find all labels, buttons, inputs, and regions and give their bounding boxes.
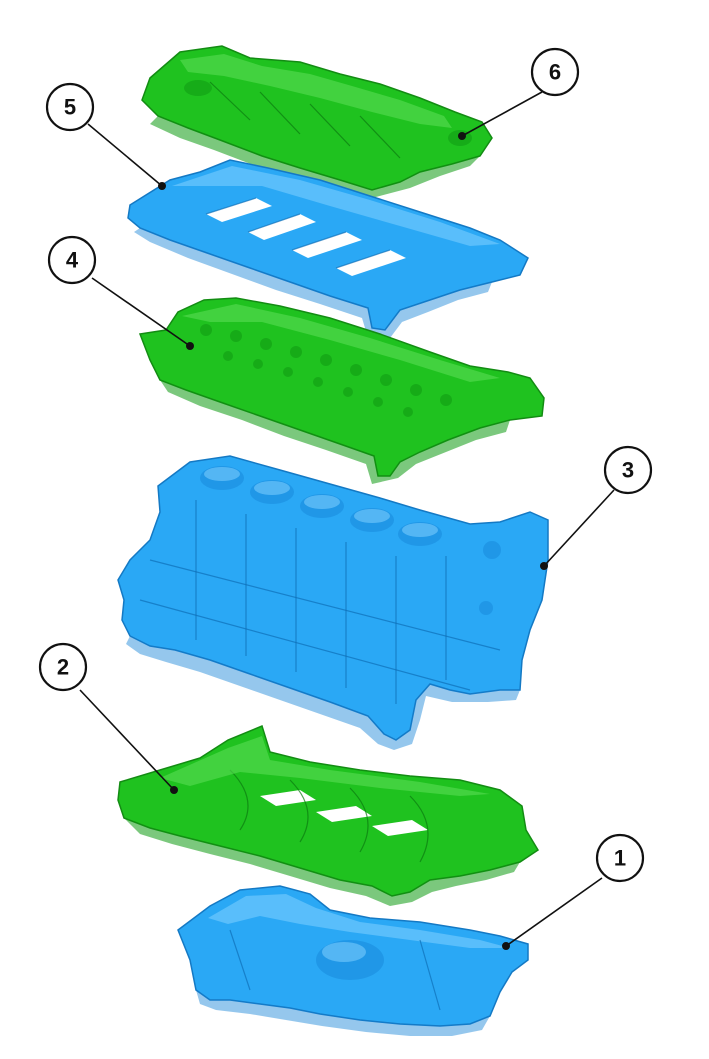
callout-3-circle	[603, 445, 653, 495]
callout-1-label: 1	[614, 846, 626, 871]
callout-5-label: 5	[64, 95, 76, 120]
part-2-lower-crankcase	[117, 724, 540, 906]
leader-3-dot	[540, 562, 548, 570]
leader-3	[543, 489, 615, 567]
callout-6-circle	[530, 47, 580, 97]
callout-2-label: 2	[57, 655, 69, 680]
part-3-cylinder-block	[117, 455, 549, 750]
part-5-camshaft-carrier	[127, 159, 529, 338]
callout-6: 6	[530, 47, 580, 97]
part-1-oil-pan	[177, 885, 529, 1036]
callout-1-circle	[595, 833, 645, 883]
callout-2-circle	[38, 642, 88, 692]
part-4-cylinder-head	[138, 297, 545, 484]
leader-5-dot	[158, 182, 166, 190]
leader-4	[91, 277, 191, 347]
callout-leaders	[79, 91, 615, 950]
callout-5: 5	[45, 82, 95, 132]
callout-1: 1	[595, 833, 645, 883]
callout-3-label: 3	[622, 458, 634, 483]
leader-6	[461, 91, 543, 137]
callout-4-label: 4	[66, 248, 79, 273]
callout-6-label: 6	[549, 60, 561, 85]
leader-1	[505, 877, 603, 947]
callout-5-circle	[45, 82, 95, 132]
leader-2-dot	[170, 786, 178, 794]
callout-2: 2	[38, 642, 88, 692]
leader-2	[79, 689, 175, 791]
callout-4-circle	[47, 235, 97, 285]
leader-4-dot	[186, 342, 194, 350]
callout-3: 3	[603, 445, 653, 495]
leader-6-dot	[458, 132, 466, 140]
leader-5	[87, 123, 163, 187]
leader-1-dot	[502, 942, 510, 950]
callout-4: 4	[47, 235, 97, 285]
